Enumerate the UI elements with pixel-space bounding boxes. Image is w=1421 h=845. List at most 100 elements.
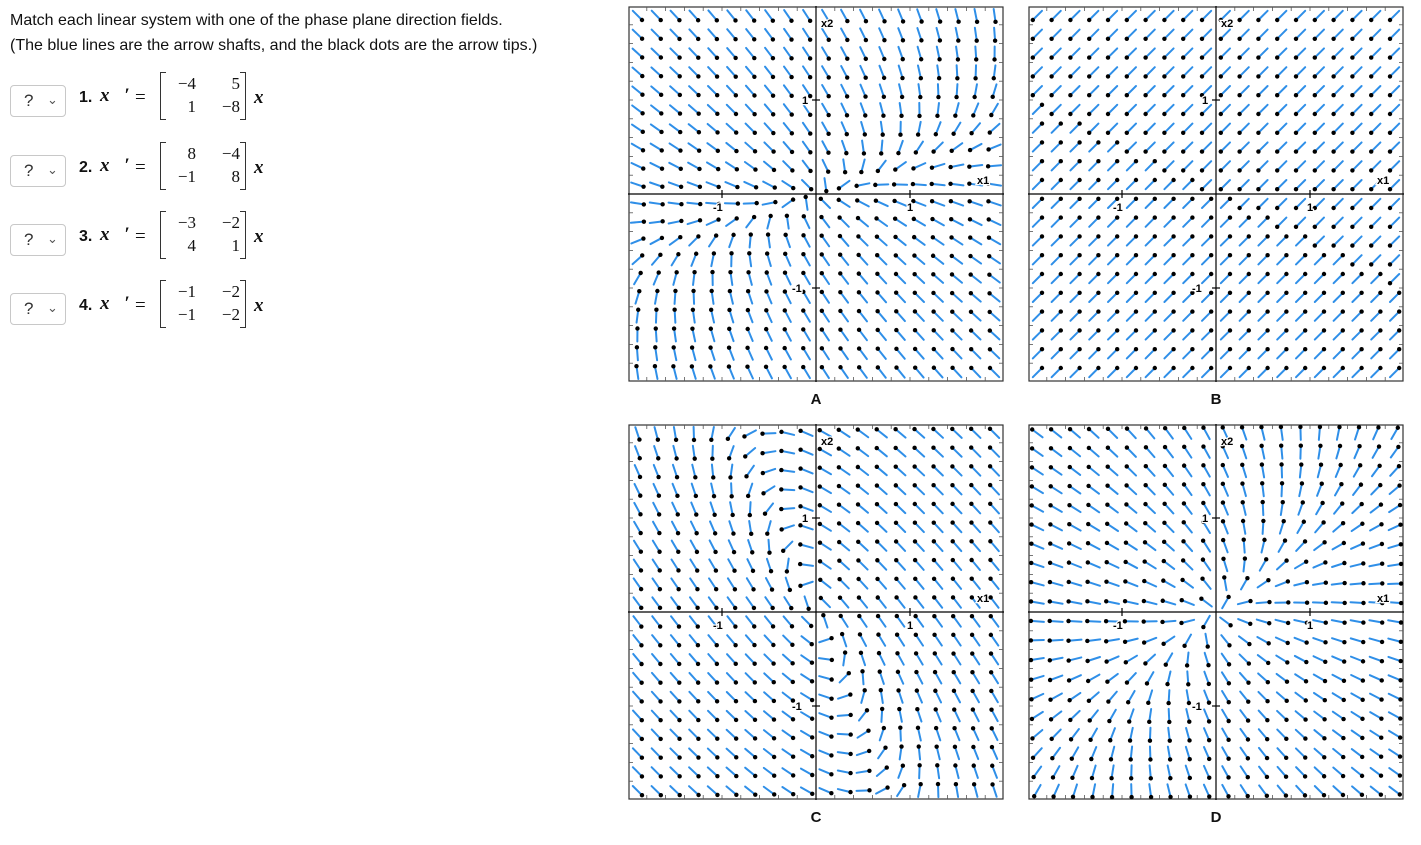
arrow-tip (808, 131, 813, 136)
chevron-down-icon: ⌄ (47, 162, 58, 177)
arrow-tip (678, 166, 683, 171)
arrow-tip (1109, 794, 1115, 800)
arrow-tip (1190, 271, 1195, 277)
arrow-tip (845, 75, 850, 80)
arrow-tip (1358, 482, 1364, 487)
arrow-tip (1284, 365, 1289, 371)
arrow-tip (867, 788, 872, 793)
arrow-tip (1171, 215, 1176, 220)
arrow-tip (1143, 482, 1148, 488)
arrow-tip (1227, 253, 1233, 258)
arrow-tip (1152, 196, 1157, 202)
arrow-tip (1143, 111, 1148, 117)
arrow-tip (859, 169, 864, 175)
arrow-tip (1359, 328, 1364, 333)
arrow-tip (858, 650, 864, 656)
arrow-tip (1058, 347, 1063, 352)
arrow-tip (911, 198, 916, 204)
arrow-tip (1086, 502, 1091, 508)
arrow-tip (1323, 580, 1329, 585)
arrow-tip (1114, 177, 1120, 183)
arrow-tip (1058, 271, 1063, 277)
state-vector: x⃗ (254, 295, 279, 316)
arrow-tip (1148, 776, 1154, 781)
arrow-tip (734, 773, 739, 779)
arrow-tip (837, 233, 843, 239)
arrow-tip (881, 725, 887, 731)
arrow-tip (1237, 36, 1242, 41)
arrow-tip (875, 613, 881, 619)
problem-number: 2. (79, 159, 93, 176)
arrow-tip (1331, 92, 1336, 98)
arrow-tip (787, 587, 793, 593)
arrow-tip (695, 680, 701, 685)
arrow-tip (715, 792, 720, 798)
arrow-tip (1359, 773, 1365, 779)
arrow-tip (798, 504, 803, 509)
arrow-tip (950, 365, 955, 371)
arrow-tip (1376, 444, 1382, 449)
arrow-tip (951, 688, 957, 694)
arrow-tip (1350, 262, 1355, 267)
arrow-tip (1058, 177, 1063, 183)
arrow-tip (690, 307, 696, 312)
arrow-tip (1227, 196, 1233, 202)
arrow-tip (714, 699, 720, 704)
arrow-tip (674, 270, 679, 275)
arrow-tip (967, 181, 972, 186)
arrow-tip (1397, 792, 1402, 797)
arrow-tip (695, 661, 701, 667)
arrow-tip (1218, 92, 1224, 98)
arrow-tip (1199, 17, 1205, 23)
arrow-tip (1123, 579, 1128, 584)
x1-axis-label: x1 (1377, 593, 1389, 605)
arrow-tip (658, 755, 663, 760)
arrow-tip (951, 651, 956, 656)
arrow-tip (801, 251, 806, 257)
derivative-symbol: x⃗′ (100, 224, 130, 245)
arrow-tip (929, 181, 934, 187)
arrow-tip (1237, 130, 1242, 135)
answer-select-4[interactable]: ? ⌄ (10, 293, 66, 325)
answer-select-2[interactable]: ? ⌄ (10, 155, 66, 187)
arrow-tip (1350, 111, 1355, 117)
arrow-tip (1122, 639, 1128, 644)
arrow-tip (863, 75, 868, 80)
arrow-tip (745, 364, 750, 369)
arrow-tip (866, 748, 872, 754)
arrow-tip (779, 429, 784, 435)
arrow-tip (726, 364, 732, 369)
arrow-tip (1124, 36, 1130, 41)
arrow-tip (1039, 140, 1045, 145)
arrow-tip (1030, 92, 1036, 98)
arrow-tip (639, 661, 644, 667)
arrow-tip (855, 483, 861, 488)
arrow-tip (1152, 309, 1157, 314)
arrow-tip (1302, 793, 1308, 798)
arrow-tip (1152, 177, 1157, 183)
arrow-tip (1143, 92, 1148, 98)
arrow-tip (770, 74, 776, 80)
answer-select-3[interactable]: ? ⌄ (10, 224, 66, 256)
arrow-tip (770, 624, 776, 629)
arrow-tip (1180, 577, 1185, 583)
arrow-tip (1096, 234, 1101, 239)
coefficient-matrix: −3 −2 4 1 (160, 211, 246, 259)
arrow-tip (1047, 638, 1052, 643)
arrow-tip (1114, 347, 1120, 352)
arrow-tip (1206, 737, 1212, 743)
arrow-tip (915, 707, 920, 712)
arrow-tip (638, 568, 644, 573)
arrow-tip (1267, 621, 1272, 626)
arrow-tip (1143, 149, 1148, 154)
arrow-tip (931, 290, 936, 296)
arrow-tip (695, 624, 700, 629)
arrow-tip (818, 595, 824, 601)
arrow-tip (986, 217, 991, 222)
arrow-tip (900, 38, 906, 43)
arrow-tip (1359, 271, 1364, 277)
arrow-tip (1312, 205, 1318, 211)
arrow-tip (770, 93, 776, 98)
answer-select-1[interactable]: ? ⌄ (10, 85, 66, 117)
